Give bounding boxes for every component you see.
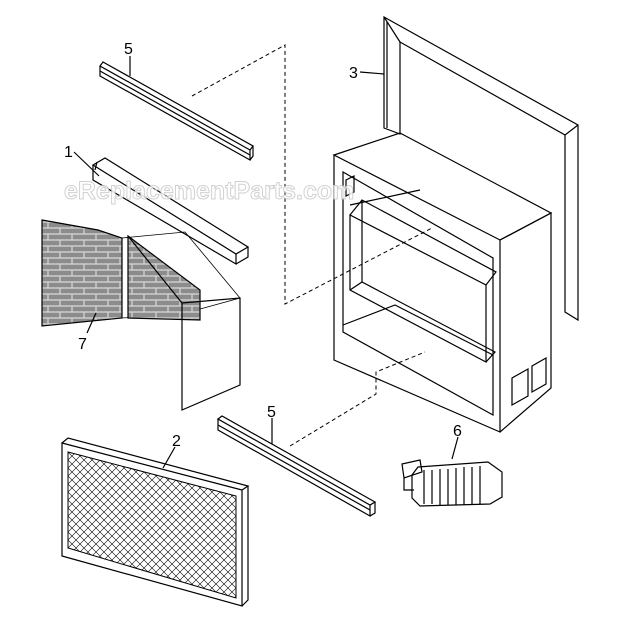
surround-frame [383, 15, 579, 322]
callout-leaders [73, 56, 459, 469]
brick-refractory-panels [41, 219, 241, 411]
callout-part-6: 6 [453, 423, 462, 440]
trim-strip-top [99, 61, 254, 162]
watermark: eReplacementParts.com [64, 177, 354, 205]
assembly-guide-lines [191, 44, 433, 447]
callout-part-2: 2 [172, 433, 181, 450]
callout-part-5-top: 5 [124, 41, 133, 58]
baffle-channel [91, 157, 250, 266]
callout-part-7: 7 [78, 336, 87, 353]
trim-strip-bottom [216, 415, 377, 518]
callout-part-3: 3 [349, 65, 358, 82]
blower-fan [401, 459, 503, 507]
callout-part-5-bottom: 5 [267, 404, 276, 421]
firebox-cabinet [332, 132, 553, 433]
callout-part-1: 1 [64, 144, 73, 161]
mesh-screen [61, 437, 250, 607]
